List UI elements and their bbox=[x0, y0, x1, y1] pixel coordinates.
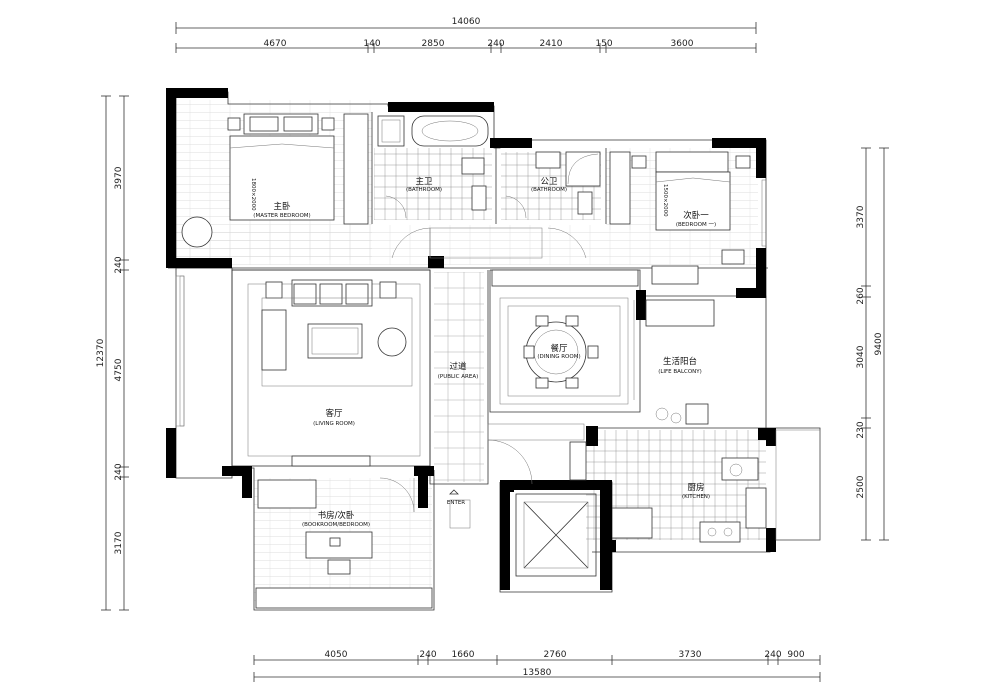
top-dim-3: 2850 bbox=[422, 39, 445, 49]
kitchen-sublabel: (KITCHEN) bbox=[682, 494, 710, 500]
balcony-fixtures bbox=[645, 299, 715, 425]
second-wardrobe bbox=[609, 151, 631, 225]
living-room-sublabel: (LIVING ROOM) bbox=[313, 421, 355, 427]
second-bed: 1500×2000 bbox=[631, 151, 751, 231]
dining-label: 餐厅 bbox=[550, 344, 568, 354]
public-bath-sublabel: (BATHROOM) bbox=[531, 187, 567, 193]
living-room-label: 客厅 bbox=[325, 408, 343, 419]
second-bedroom-sublabel: (BEDROOM 一) bbox=[676, 222, 716, 228]
bottom-dim-5: 3730 bbox=[679, 650, 702, 660]
public-area-sublabel: (PUBLIC AREA) bbox=[438, 374, 479, 380]
left-dimensions: 12370 3970 240 4750 240 3170 bbox=[96, 95, 129, 611]
master-round-chair bbox=[181, 216, 213, 248]
living-room-furniture bbox=[247, 279, 421, 467]
right-total-dim: 9400 bbox=[874, 332, 884, 355]
left-dim-5: 3170 bbox=[114, 531, 124, 554]
master-bed: 1800×2000 bbox=[227, 113, 335, 221]
right-dim-1: 3370 bbox=[856, 205, 866, 228]
kitchen-label: 厨房 bbox=[687, 482, 704, 493]
bottom-dim-6: 240 bbox=[764, 650, 781, 660]
master-bath-fixtures bbox=[377, 115, 489, 219]
windows bbox=[175, 179, 767, 427]
bottom-total-dim: 13580 bbox=[523, 668, 552, 678]
bottom-dim-4: 2760 bbox=[544, 650, 567, 660]
top-dim-5: 2410 bbox=[540, 39, 563, 49]
top-dim-4: 240 bbox=[487, 39, 504, 49]
study-sublabel: (BOOKROOM/BEDROOM) bbox=[302, 522, 370, 528]
bottom-dim-7: 900 bbox=[787, 650, 804, 660]
master-bed-size: 1800×2000 bbox=[250, 178, 256, 211]
corridor-cabinets bbox=[391, 227, 745, 287]
bottom-dim-1: 4050 bbox=[325, 650, 348, 660]
dining-sublabel: (DINING ROOM) bbox=[537, 354, 580, 360]
left-dim-2: 240 bbox=[114, 256, 124, 273]
bottom-dim-2: 240 bbox=[419, 650, 436, 660]
entry-door bbox=[449, 423, 587, 529]
elevator-core bbox=[500, 480, 612, 590]
top-dim-7: 3600 bbox=[671, 39, 694, 49]
life-balcony-sublabel: (LIFE BALCONY) bbox=[658, 369, 702, 375]
right-dim-3: 3040 bbox=[856, 345, 866, 368]
dining-table bbox=[499, 297, 635, 405]
master-bedroom-label: 主卧 bbox=[273, 201, 291, 212]
top-dimensions: 14060 4670 140 2850 240 2410 150 3600 bbox=[175, 17, 757, 53]
life-balcony-label: 生活阳台 bbox=[663, 356, 697, 367]
study-label: 书房/次卧 bbox=[318, 510, 355, 521]
right-dim-5: 2500 bbox=[856, 475, 866, 498]
right-dim-4: 230 bbox=[856, 421, 866, 438]
master-wardrobe bbox=[343, 113, 369, 225]
top-dim-1: 4670 bbox=[264, 39, 287, 49]
second-bed-size: 1500×2000 bbox=[662, 184, 668, 217]
public-bath-label: 公卫 bbox=[540, 177, 558, 187]
left-dim-4: 240 bbox=[114, 463, 124, 480]
study-furniture bbox=[255, 477, 433, 609]
left-dim-1: 3970 bbox=[114, 166, 124, 189]
right-dimensions: 3370 260 3040 230 2500 9400 bbox=[856, 147, 889, 541]
master-bath-label: 主卫 bbox=[415, 176, 433, 187]
room-labels: 主卧 (MASTER BEDROOM) 主卫 (BATHROOM) 公卫 (BA… bbox=[253, 176, 716, 528]
right-dim-2: 260 bbox=[856, 287, 866, 304]
master-bedroom-sublabel: (MASTER BEDROOM) bbox=[253, 213, 310, 219]
bottom-dimensions: 4050 240 1660 2760 3730 240 900 13580 bbox=[253, 650, 821, 682]
public-bath-fixtures bbox=[505, 151, 601, 219]
top-dim-2: 140 bbox=[363, 39, 380, 49]
left-dim-3: 4750 bbox=[114, 358, 124, 381]
master-bath-sublabel: (BATHROOM) bbox=[406, 187, 442, 193]
second-bedroom-label: 次卧一 bbox=[683, 210, 709, 221]
entry-label: ENTER bbox=[447, 500, 465, 506]
top-total-dim: 14060 bbox=[452, 17, 481, 27]
bottom-dim-3: 1660 bbox=[452, 650, 475, 660]
kitchen-fixtures bbox=[611, 429, 821, 543]
top-dim-6: 150 bbox=[595, 39, 612, 49]
left-total-dim: 12370 bbox=[96, 338, 106, 367]
public-area-label: 过道 bbox=[449, 361, 467, 372]
